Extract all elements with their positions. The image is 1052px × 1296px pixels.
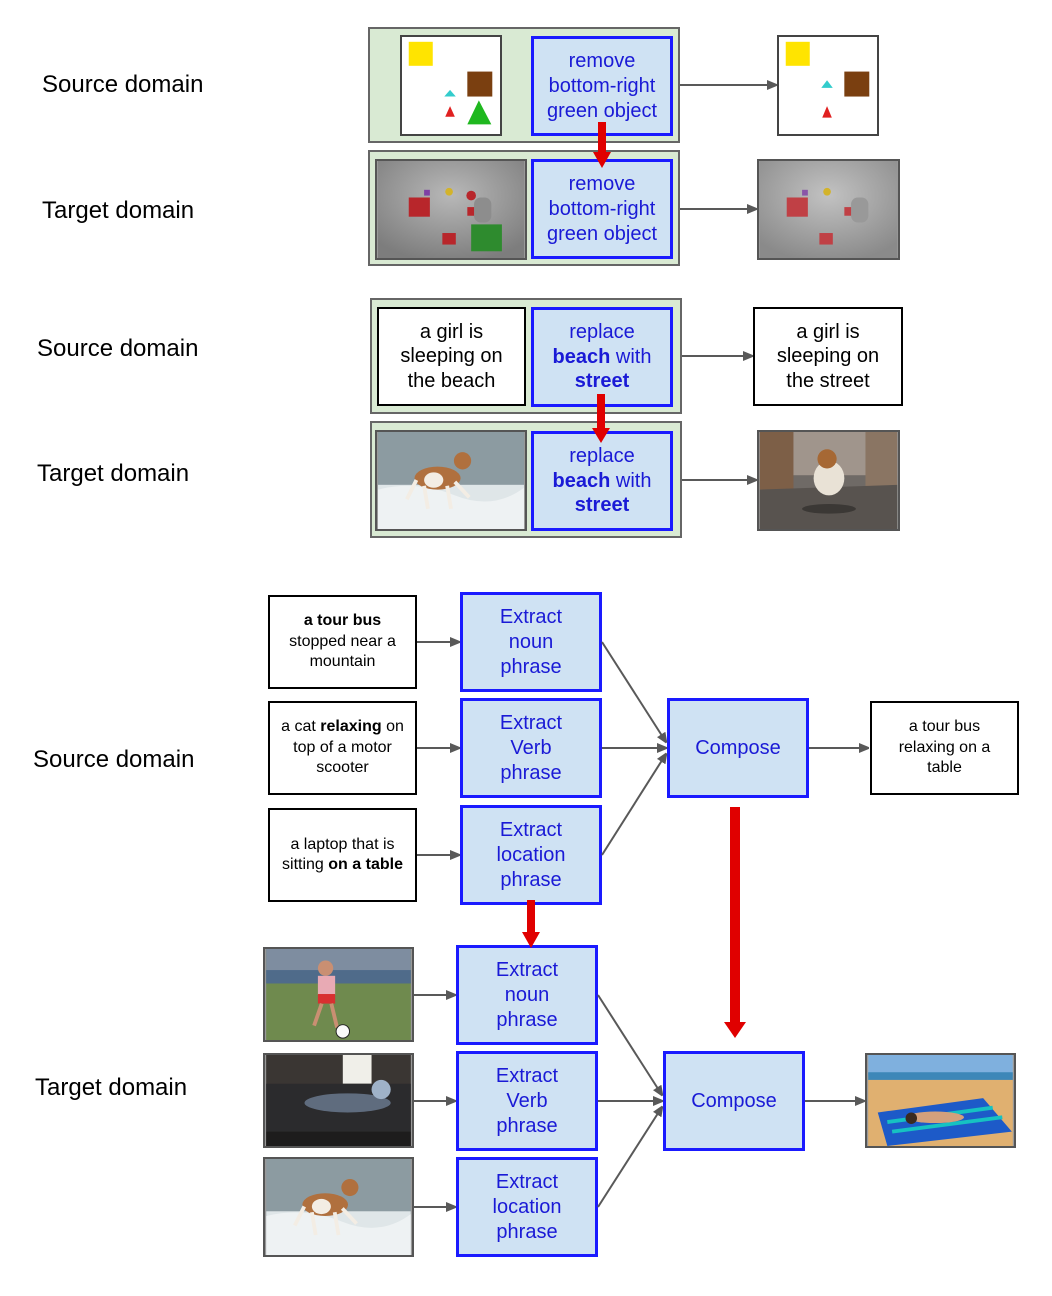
output-caption-box: a girl is sleeping on the street	[753, 307, 903, 406]
flow-arrow	[601, 754, 666, 856]
flow-arrow	[601, 641, 666, 742]
dog-street-image	[757, 430, 900, 531]
source-caption-noun: a tour bus stopped near a mountain	[268, 595, 417, 689]
dog-beach-image-2	[263, 1157, 414, 1257]
transfer-arrow	[522, 900, 540, 948]
target-domain-label-2: Target domain	[37, 460, 190, 487]
flow-arrow	[597, 994, 662, 1095]
clevr-scene-image	[375, 159, 527, 260]
extract-location-phrase-target: Extract location phrase	[456, 1157, 598, 1257]
target-domain-label-1: Target domain	[42, 197, 195, 224]
composed-caption-box: a tour bus relaxing on a table	[870, 701, 1019, 795]
extract-location-phrase-source: Extract location phrase	[460, 805, 602, 905]
extract-noun-phrase-target: Extract noun phrase	[456, 945, 598, 1045]
source-output-shapes-image	[777, 35, 879, 136]
source-caption-location: a laptop that is sitting on a table	[268, 808, 417, 902]
extract-verb-phrase-source: Extract Verb phrase	[460, 698, 602, 798]
woman-beach-towel-image	[865, 1053, 1016, 1148]
source-shapes-image	[400, 35, 502, 136]
dog-beach-image	[375, 430, 527, 531]
green-triangle	[467, 100, 492, 125]
yellow-square	[408, 41, 433, 66]
clevr-output-image	[757, 159, 900, 260]
source-domain-label-2: Source domain	[37, 335, 199, 362]
compose-target: Compose	[663, 1051, 805, 1151]
target-domain-label-3: Target domain	[35, 1074, 188, 1101]
flow-arrow	[597, 1107, 662, 1208]
source-caption-verb: a cat relaxing on top of a motor scooter	[268, 701, 417, 795]
woman-couch-image	[263, 1053, 414, 1148]
brown-square	[467, 71, 493, 97]
transfer-arrow	[724, 807, 746, 1038]
source-domain-label-1: Source domain	[42, 71, 204, 98]
extract-noun-phrase-source: Extract noun phrase	[460, 592, 602, 692]
red-triangle	[445, 106, 455, 117]
extract-verb-phrase-target: Extract Verb phrase	[456, 1051, 598, 1151]
compose-source: Compose	[667, 698, 809, 798]
cyan-triangle	[444, 89, 456, 97]
source-caption-box: a girl is sleeping on the beach	[377, 307, 526, 406]
source-domain-label-3: Source domain	[33, 746, 195, 773]
girl-soccer-image	[263, 947, 414, 1042]
